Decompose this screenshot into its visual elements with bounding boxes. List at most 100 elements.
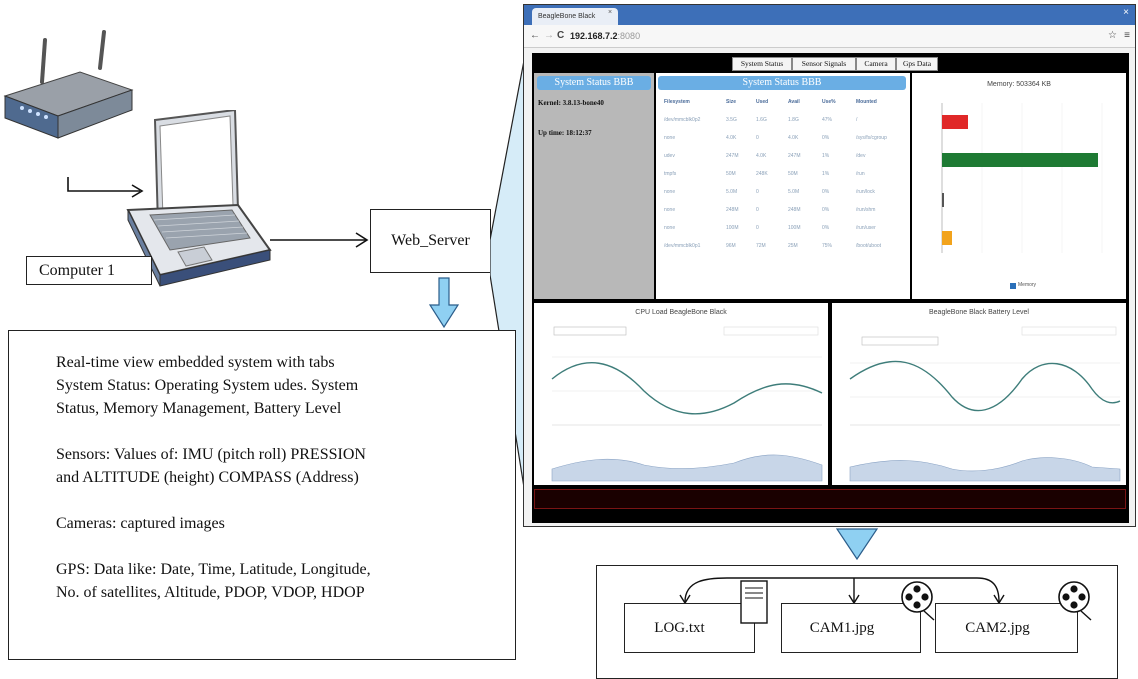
table-cell: 5.0M: [788, 189, 800, 195]
table-cell: 1.8G: [788, 117, 799, 123]
kernel-panel-header: System Status BBB: [537, 76, 651, 90]
description-line: System Status: Operating System udes. Sy…: [56, 377, 359, 394]
film-reel-icon: [901, 581, 935, 621]
table-cell: none: [664, 135, 676, 141]
table-cell: none: [664, 189, 676, 195]
url-field[interactable]: 192.168.7.2:8080: [570, 28, 640, 44]
browser-tab-bar: BeagleBone Black × ×: [524, 5, 1135, 25]
memory-bar-used: [942, 115, 968, 129]
star-icon[interactable]: ☆: [1108, 30, 1117, 41]
description-text: Real-time view embedded system with tabs…: [56, 351, 506, 604]
memory-chart: [941, 103, 1103, 289]
table-cell: 50M: [788, 171, 798, 177]
kernel-version: Kernel: 3.8.13-bone40: [538, 99, 604, 107]
film-reel-icon: [1058, 581, 1092, 621]
table-cell: none: [664, 207, 676, 213]
table-cell: 0: [756, 207, 759, 213]
table-cell: 100M: [726, 225, 739, 231]
laptop-illustration: [126, 110, 272, 287]
description-line: Cameras: captured images: [56, 515, 225, 532]
tab-sensor-signals[interactable]: Sensor Signals: [792, 57, 856, 71]
cam2-file-box: CAM2.jpg: [935, 603, 1078, 653]
memory-bar-free: [942, 153, 1098, 167]
web-server-box: Web_Server: [370, 209, 491, 273]
table-cell: 247M: [726, 153, 739, 159]
tab-gps-data[interactable]: Gps Data: [896, 57, 938, 71]
cpu-date-range[interactable]: [723, 326, 819, 336]
address-bar: ← → C 192.168.7.2:8080 ☆ ≡: [524, 25, 1135, 48]
cpu-chart: [551, 326, 823, 482]
window-close-icon[interactable]: ×: [1123, 7, 1129, 18]
log-file-box: LOG.txt: [624, 603, 755, 653]
computer-label-box: Computer 1: [26, 256, 152, 285]
table-cell: none: [664, 225, 676, 231]
browser-tab[interactable]: BeagleBone Black: [532, 8, 618, 25]
reload-icon[interactable]: C: [557, 30, 565, 41]
table-cell: 25M: [788, 243, 798, 249]
table-cell: 72M: [756, 243, 766, 249]
table-cell: 247M: [788, 153, 801, 159]
description-line: GPS: Data like: Date, Time, Latitude, Lo…: [56, 561, 371, 578]
tab-system-status[interactable]: System Status: [732, 57, 792, 71]
cpu-load-line: [551, 362, 823, 415]
battery-chart-title: BeagleBone Black Battery Level: [928, 309, 1029, 316]
table-header-cell: Used: [756, 99, 769, 105]
battery-chart: [849, 326, 1121, 482]
table-header-cell: Avail: [788, 99, 800, 105]
table-cell: 0: [756, 189, 759, 195]
table-cell: 1%: [822, 171, 830, 177]
table-cell: /run/lock: [856, 189, 875, 195]
web-app-page: System Status Sensor Signals Camera Gps …: [532, 53, 1129, 523]
description-line: [56, 535, 506, 558]
battery-level-line: [849, 360, 1121, 412]
description-line: No. of satellites, Altitude, PDOP, VDOP,…: [56, 584, 365, 601]
footer-bar: [534, 489, 1126, 509]
memory-bar-cached: [942, 231, 952, 245]
description-line: [56, 489, 506, 512]
tab-close-icon[interactable]: ×: [608, 9, 613, 16]
description-box: Real-time view embedded system with tabs…: [8, 330, 516, 660]
description-line: Status, Memory Management, Battery Level: [56, 400, 342, 417]
menu-icon[interactable]: ≡: [1124, 30, 1130, 41]
table-header-cell: Filesystem: [664, 99, 690, 105]
computer-label: Computer 1: [39, 262, 115, 279]
cpu-navigator-area[interactable]: [551, 454, 823, 482]
table-cell: 0: [756, 225, 759, 231]
table-cell: 47%: [822, 117, 833, 123]
back-arrow-icon[interactable]: ←: [530, 30, 540, 41]
table-header-cell: Size: [726, 99, 737, 105]
memory-chart-title: Memory: 503364 KB: [987, 81, 1051, 88]
cam1-file-label: CAM1.jpg: [809, 620, 875, 636]
table-cell: /boot/uboot: [856, 243, 882, 249]
battery-navigator-area[interactable]: [849, 457, 1121, 482]
web-server-label: Web_Server: [391, 232, 470, 249]
table-cell: 50M: [726, 171, 736, 177]
memory-legend-swatch: [1010, 283, 1016, 289]
table-cell: 75%: [822, 243, 833, 249]
table-cell: 100M: [788, 225, 801, 231]
table-cell: /dev/mmcblk0p2: [664, 117, 701, 123]
forward-arrow-icon[interactable]: →: [544, 30, 554, 41]
table-cell: 3.5G: [726, 117, 737, 123]
table-cell: /dev: [856, 153, 866, 159]
cpu-zoom-selector[interactable]: [553, 326, 627, 336]
table-cell: /run/user: [856, 225, 876, 231]
document-icon: [740, 580, 768, 624]
table-cell: /: [856, 117, 858, 123]
table-cell: tmpfs: [664, 171, 677, 177]
server-to-browser-wedge: [490, 50, 527, 500]
table-cell: 248M: [788, 207, 801, 213]
battery-zoom-selector[interactable]: [861, 336, 939, 346]
table-cell: 1%: [822, 153, 830, 159]
table-cell: 0%: [822, 225, 830, 231]
battery-date-range[interactable]: [1021, 326, 1117, 336]
cam1-file-box: CAM1.jpg: [781, 603, 921, 653]
table-cell: 4.0K: [726, 135, 737, 141]
table-cell: udev: [664, 153, 675, 159]
table-cell: 5.0M: [726, 189, 738, 195]
kernel-panel: System Status BBB Kernel: 3.8.13-bone40 …: [534, 73, 654, 299]
table-header-cell: Mounted: [856, 99, 877, 105]
table-cell: /run/shm: [856, 207, 876, 213]
tab-camera[interactable]: Camera: [856, 57, 896, 71]
